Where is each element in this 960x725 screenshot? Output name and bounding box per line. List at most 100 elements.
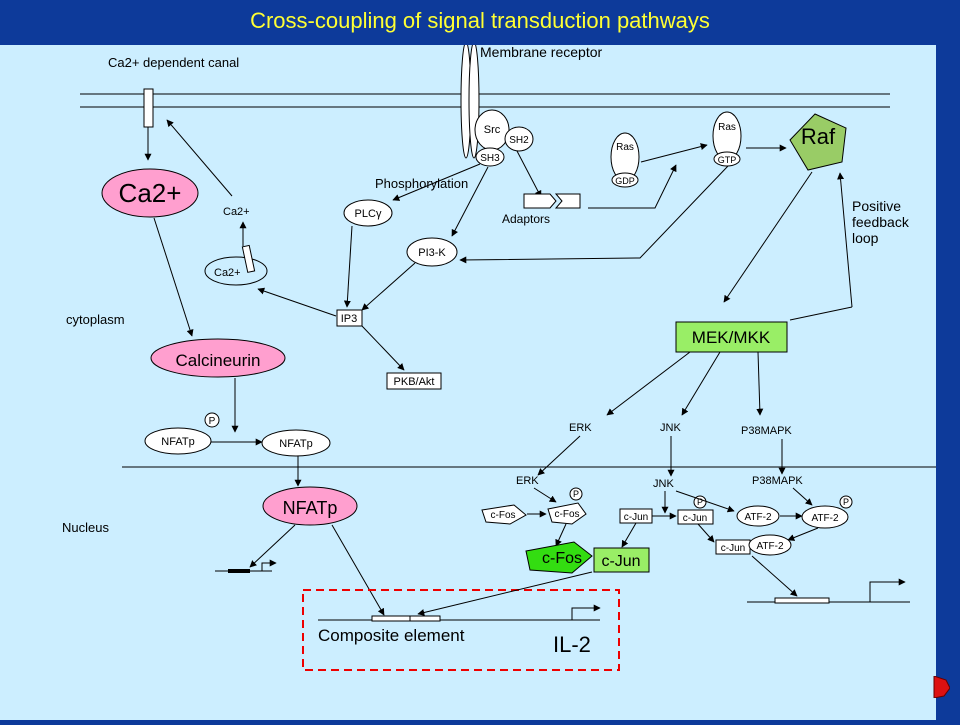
composite-site-2 — [409, 615, 441, 622]
cjun-c-label: c-Jun — [721, 543, 745, 554]
slide-title: Cross-coupling of signal transduction pa… — [250, 8, 710, 33]
raf-node — [789, 113, 847, 171]
arrow-p38-to-atf2 — [792, 487, 813, 506]
arrow-cfos-to-ap1 — [555, 523, 567, 547]
cjun-a-label: c-Jun — [624, 512, 648, 523]
gene2-site — [774, 597, 830, 604]
arrow-feedback-up — [837, 172, 853, 308]
arrow-ca-to-calcineurin — [153, 217, 194, 337]
src-label: Src — [484, 124, 501, 136]
sh3-label: SH3 — [480, 153, 500, 164]
pathway-diagram: Ca2+ dependent canal Ca2+ Ca2+ Ca2+ cyto… — [62, 41, 936, 671]
ca2-store-node — [204, 256, 268, 286]
il2-label: IL-2 — [553, 632, 591, 657]
ip3-node — [336, 309, 363, 327]
arrow-ras-to-pi3k — [459, 165, 729, 264]
arrow-pi3k-to-ip3 — [361, 262, 416, 311]
gene1-start-arrow — [261, 559, 277, 571]
nfatp-nuclear-label: NFATp — [283, 498, 338, 518]
cfos-a-label: c-Fos — [491, 510, 516, 521]
nfatp-nuclear-node — [262, 486, 358, 526]
gene1-box — [228, 569, 250, 573]
calcineurin-label: Calcineurin — [175, 351, 260, 370]
arrow-adaptors-to-ras — [588, 164, 677, 209]
nav-next-marker[interactable] — [932, 676, 950, 698]
cjun-b-node — [677, 509, 714, 525]
arrow-mek-to-raf-feedback — [789, 306, 853, 321]
positive-feedback-line2: feedback — [852, 214, 910, 230]
p-marker-atf2-label: P — [843, 497, 849, 507]
pi3k-node — [406, 237, 458, 267]
composite-start-arrow — [571, 604, 601, 620]
nucleus-label: Nucleus — [62, 520, 109, 535]
erk-cyto-label: ERK — [569, 422, 592, 434]
arrow-erk-to-cfos — [533, 487, 557, 503]
arrow-atf2-to-dimer — [787, 527, 819, 541]
gdp-node — [611, 172, 639, 188]
p-marker-nfatp-label: P — [209, 416, 216, 427]
nfatp-dephos-label: NFATp — [279, 438, 312, 450]
ca2-main-label: Ca2+ — [119, 178, 182, 208]
arrow-gdp-to-gtp — [640, 143, 708, 163]
jnk-cyto-label: JNK — [660, 422, 681, 434]
plc-node — [343, 199, 393, 227]
nfatp-phos-label: NFATp — [161, 436, 194, 448]
cfos-ap1-label: c-Fos — [542, 550, 582, 567]
nfatp-phos-node — [144, 427, 212, 455]
sh2-label: SH2 — [509, 135, 529, 146]
adaptors-shape — [523, 193, 581, 209]
atf2-c-label: ATF-2 — [756, 541, 783, 552]
p38-nuc-label: P38MAPK — [752, 475, 803, 487]
pkb-akt-node — [386, 372, 442, 390]
arrow-nfatp-to-composite — [331, 524, 385, 616]
arrow-sh2-to-adaptors — [516, 150, 542, 198]
ca-canal-channel — [143, 88, 154, 128]
ip3-label: IP3 — [341, 313, 358, 325]
arrow-raf-to-mek — [723, 171, 813, 303]
positive-feedback-line3: loop — [852, 230, 879, 246]
cjun-b-label: c-Jun — [683, 513, 707, 524]
atf2-b-node — [801, 505, 849, 529]
mek-mkk-label: MEK/MKK — [692, 328, 771, 347]
calcineurin-node — [150, 338, 286, 378]
gene2-start-arrow — [869, 578, 906, 602]
cfos-a-node — [481, 504, 527, 525]
gtp-label: GTP — [718, 155, 737, 165]
arrow-ip3-to-store — [257, 287, 337, 317]
gtp-node — [713, 151, 741, 167]
adaptors-label: Adaptors — [502, 212, 550, 226]
erk-nuc-label: ERK — [516, 475, 539, 487]
arrow-erk-into-nucleus — [537, 435, 581, 476]
cfos-b-label: c-Fos — [555, 509, 580, 520]
composite-element-label: Composite element — [318, 626, 465, 645]
arrow-src-to-pi3k — [451, 166, 489, 237]
composite-element-box — [302, 589, 620, 671]
mek-mkk-node — [675, 321, 788, 353]
phosphorylation-label: Phosphorylation — [375, 176, 468, 191]
p-marker-cfos-label: P — [573, 489, 579, 499]
arrow-mek-to-erk — [606, 351, 691, 416]
atf2-a-node — [736, 505, 780, 527]
arrow-ca-to-canal — [166, 119, 233, 197]
arrow-ap1-to-composite — [417, 571, 593, 616]
arrow-mek-to-jnk — [681, 351, 721, 416]
sh2-node — [504, 126, 534, 152]
p-marker-atf2 — [839, 495, 853, 509]
ca2-store-channel — [241, 244, 256, 273]
p-marker-cjun-label: P — [697, 497, 703, 507]
pkb-akt-label: PKB/Akt — [394, 376, 435, 388]
membrane-receptor-label: Membrane receptor — [480, 45, 603, 60]
positive-feedback-line1: Positive — [852, 198, 901, 214]
ca2-main-node — [101, 168, 199, 218]
arrow-jnk-to-atf2 — [675, 490, 735, 513]
cfos-b-node — [547, 502, 587, 525]
cjun-ap1-node — [593, 547, 650, 573]
p38-cyto-label: P38MAPK — [741, 425, 792, 437]
arrow-plc-to-ip3 — [343, 225, 353, 308]
diagram-canvas: Ca2+ dependent canal Ca2+ Ca2+ Ca2+ cyto… — [0, 41, 936, 720]
sh3-node — [475, 147, 505, 167]
raf-label: Raf — [801, 124, 836, 149]
arrow-nfatp-to-gene1 — [249, 524, 296, 568]
ca2-store-label: Ca2+ — [214, 267, 241, 279]
jnk-nuc-label: JNK — [653, 478, 674, 490]
